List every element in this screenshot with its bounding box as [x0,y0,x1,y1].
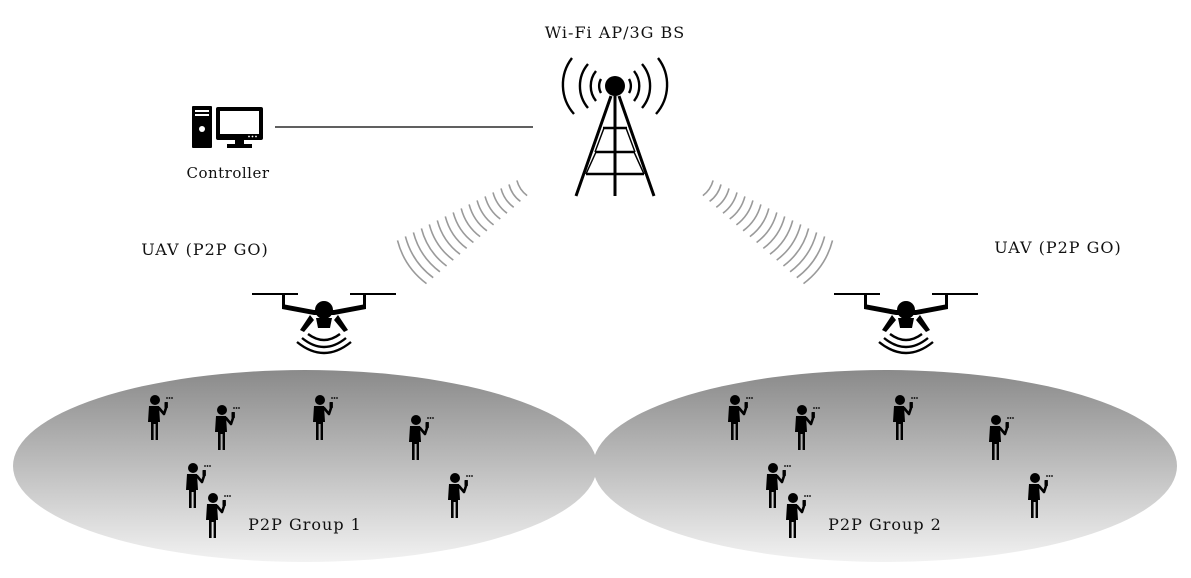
signal-wave-arc [436,220,461,255]
cell-tower-icon [561,57,669,197]
signal-wave-arc [735,200,754,226]
signal-wave-arc [452,212,474,244]
signal-wave-arc [789,232,818,273]
signal-wave-arc [756,212,778,244]
signal-wave-arc [782,228,810,267]
signal-wave-arc [702,180,714,197]
signal-wave-arc [428,224,454,261]
signal-wave-arc [715,188,730,208]
signal-wave-arc [484,196,501,220]
signal-wave-arc [500,188,515,208]
signal-wave-arc [796,236,826,279]
signal-wave-arc [729,196,746,220]
signal-wave-arc [722,192,738,214]
signal-wave-arc [420,228,448,267]
signal-wave-arc [776,224,802,261]
signal-wave-arc [444,216,468,250]
signal-wave-arc [396,240,427,285]
group-2-label: P2P Group 2 [828,515,942,534]
group-1-label: P2P Group 1 [248,515,362,534]
signal-wave-arc [412,232,441,273]
drone-icon [832,292,980,355]
uav-left-label: UAV (P2P GO) [141,240,269,259]
signal-wave-arc [404,236,434,279]
signal-wave-arc [742,204,762,232]
controller-label: Controller [186,164,269,182]
signal-wave-arc [749,208,770,238]
drone-icon [250,292,398,355]
signal-wave-arc [508,184,521,203]
uav-right-label: UAV (P2P GO) [994,238,1122,257]
signal-wave-arc [762,216,786,250]
signal-wave-arc [769,220,794,255]
signal-wave-arc [476,200,495,226]
signal-wave-arc [492,192,508,214]
signal-waves-right [702,180,834,285]
signal-wave-arc [516,180,528,197]
desktop-computer-icon [192,106,263,148]
signal-wave-arc [468,204,488,232]
signal-wave-arc [709,184,722,203]
signal-waves-left [396,180,528,285]
signal-wave-arc [803,240,834,285]
base-station-label: Wi-Fi AP/3G BS [545,23,685,42]
signal-wave-arc [460,208,481,238]
